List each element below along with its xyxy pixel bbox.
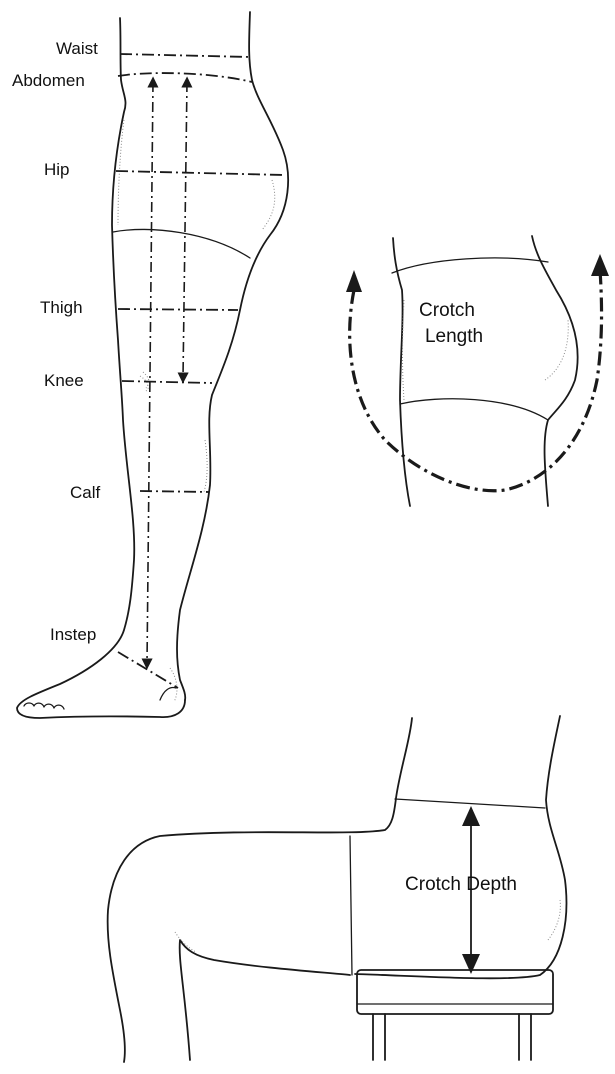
- knee-line: [122, 381, 212, 383]
- leg-back-outline: [17, 18, 185, 718]
- hip-line: [116, 171, 284, 175]
- outseam-arrow: [147, 82, 153, 664]
- label-crotch-depth: Crotch Depth: [405, 874, 517, 895]
- abdomen-line: [118, 73, 252, 82]
- ankle-line: [160, 688, 176, 701]
- calf-shading: [204, 440, 207, 492]
- label-abdomen: Abdomen: [12, 71, 85, 90]
- crotch-length-arrow-right: [591, 254, 609, 276]
- garment-hem-line: [113, 229, 250, 258]
- ankle-shading: [170, 668, 177, 702]
- crotch-depth-back-outline: [108, 718, 412, 1062]
- label-thigh: Thigh: [40, 298, 83, 317]
- crotch-depth-seat-outline: [355, 716, 566, 978]
- instep-line: [118, 652, 178, 688]
- crotch-depth-waistband: [395, 799, 545, 808]
- waist-line: [120, 54, 250, 57]
- calf-line: [140, 491, 209, 492]
- abdomen-to-knee-arrow: [183, 82, 187, 378]
- crotch-depth-under-thigh: [180, 940, 350, 1060]
- crotch-length-right-outline: [532, 236, 578, 506]
- crotch-depth-seam: [350, 836, 352, 975]
- crotch-length-figure: [346, 236, 609, 506]
- leg-measurement-lines: [116, 54, 284, 688]
- label-crotch-length-1: Crotch: [419, 300, 475, 321]
- crotch-length-arrow-left: [346, 270, 362, 292]
- label-hip: Hip: [44, 160, 70, 179]
- crotch-depth-arrow-bottom: [462, 954, 480, 974]
- label-instep: Instep: [50, 625, 96, 644]
- label-knee: Knee: [44, 371, 84, 390]
- hip-shading: [262, 180, 275, 230]
- toes: [24, 703, 64, 709]
- label-crotch-length-2: Length: [425, 326, 483, 347]
- label-calf: Calf: [70, 483, 101, 502]
- leg-front-outline: [177, 12, 288, 700]
- crotch-length-waistband: [392, 258, 548, 273]
- crotch-length-hem: [400, 399, 548, 420]
- crotch-depth-shading: [175, 900, 560, 952]
- thigh-line: [118, 309, 238, 310]
- crotch-depth-arrow-top: [462, 806, 480, 826]
- crotch-length-left-outline: [393, 238, 410, 506]
- label-waist: Waist: [56, 39, 98, 58]
